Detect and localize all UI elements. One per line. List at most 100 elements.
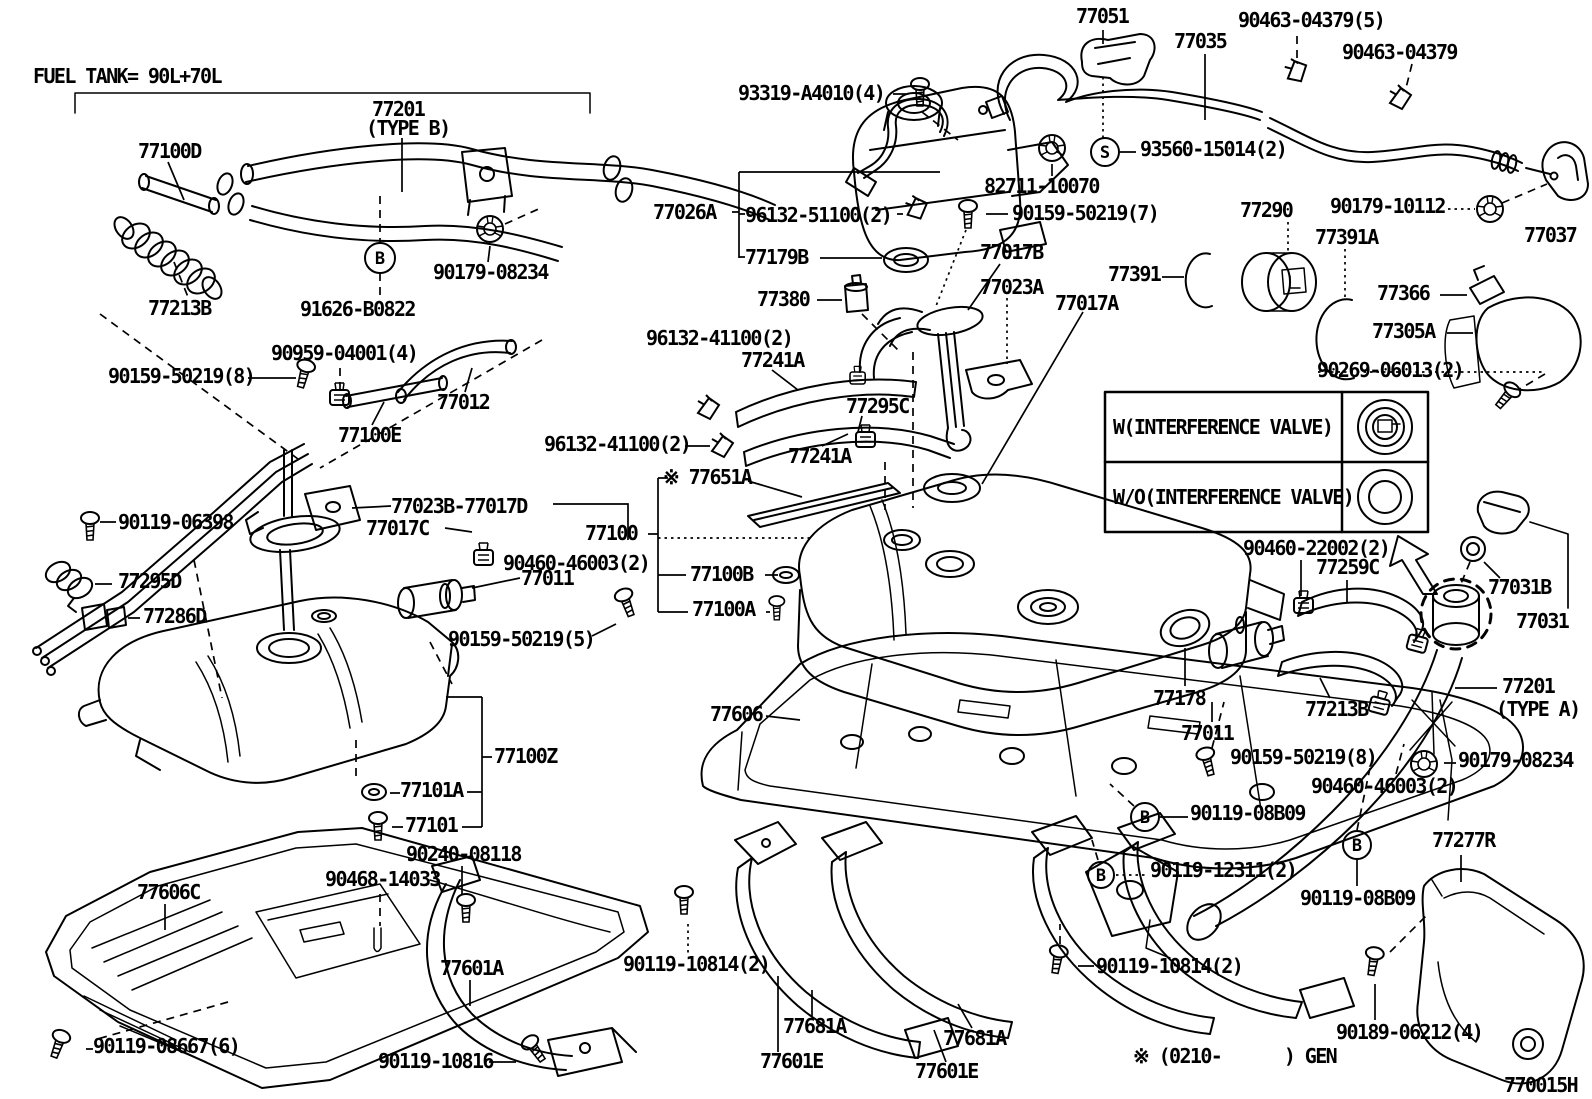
callout-letter: B [1096, 866, 1106, 886]
part-label: 90460-22002(2) [1243, 536, 1389, 560]
part-label: 90119-08667(6) [93, 1034, 239, 1058]
part-label: 77031 [1516, 609, 1570, 633]
part-label: 77241A [741, 348, 805, 372]
part-label: 77606C [137, 880, 200, 904]
part-label: 77100Z [494, 744, 558, 768]
part-label: 90159-50219(7) [1012, 201, 1158, 225]
part-label: 77023A [980, 275, 1044, 299]
part-label: 77601A [440, 956, 504, 980]
part-label: 90189-06212(4) [1336, 1020, 1482, 1044]
part-label: 77201 [1502, 674, 1556, 698]
diagram-art [32, 33, 1589, 1089]
part-label: 77101 [405, 813, 459, 837]
part-label: 77017A [1055, 291, 1119, 315]
callout-circles: B S B B B [364, 137, 1372, 889]
part-label: 77179B [745, 245, 809, 269]
part-label: 77305A [1372, 319, 1436, 343]
part-label: 90119-10814(2) [1096, 954, 1242, 978]
callout-letter: S [1100, 143, 1110, 163]
table-row-label: W(INTERFERENCE VALVE) [1113, 415, 1332, 439]
part-label: 77277R [1432, 828, 1497, 852]
part-label: 77023B-77017D [391, 494, 528, 518]
part-label: 77391A [1315, 225, 1379, 249]
part-label: 77026A [653, 200, 717, 224]
part-label: 77241A [788, 444, 852, 468]
callout-circle [1342, 830, 1372, 860]
part-label: 90460-46003(2) [503, 551, 649, 575]
part-label: 90468-14033 [325, 867, 440, 891]
part-label: 90269-06013(2) [1317, 358, 1463, 382]
callout-circle [364, 242, 396, 274]
pointer-arrow [1389, 535, 1438, 595]
part-label: 90959-04001(4) [271, 341, 417, 365]
part-label: 90460-46003(2) [1311, 774, 1457, 798]
part-label: 77213B [1305, 697, 1369, 721]
part-label: 77017B [980, 240, 1044, 264]
part-label: 82711-10070 [984, 174, 1099, 198]
part-label: 90119-06398 [118, 510, 233, 534]
part-label: 77100E [338, 423, 401, 447]
part-label: 77295D [118, 569, 182, 593]
part-label: 90240-08118 [406, 842, 521, 866]
part-label: (TYPE A) [1496, 697, 1580, 721]
part-label: 77100A [692, 597, 756, 621]
part-label: 77259C [1316, 555, 1379, 579]
part-label: 77290 [1240, 198, 1293, 222]
part-label: 90159-50219(5) [448, 627, 594, 651]
part-label: 90179-08234 [433, 260, 549, 284]
callout-letter: B [1140, 808, 1150, 828]
part-label: 77100 [585, 521, 638, 545]
part-label: 90119-12311(2) [1150, 858, 1296, 882]
diagram-footnote: ※ (0210- ) GEN [1133, 1044, 1338, 1068]
title-bracket [74, 92, 591, 114]
part-label: 77035 [1174, 29, 1227, 53]
callout-letter: B [375, 249, 385, 269]
part-label: 77011 [521, 566, 575, 590]
part-label: 90463-04379(5) [1238, 8, 1384, 32]
part-label: 77213B [148, 296, 212, 320]
part-label: 77601E [760, 1049, 823, 1073]
part-label: 90159-50219(8) [1230, 745, 1376, 769]
interference-valve-table [1103, 390, 1430, 534]
part-label: 77012 [437, 390, 490, 414]
table-row-labels: W(INTERFERENCE VALVE) W/O(INTERFERENCE VA… [1113, 415, 1355, 509]
part-label: 77178 [1153, 686, 1206, 710]
diagram-title: FUEL TANK= 90L+70L [33, 64, 223, 88]
part-label: 77366 [1377, 281, 1430, 305]
part-label: 90463-04379 [1342, 40, 1457, 64]
part-label: 77601E [915, 1059, 978, 1083]
part-label: ※ 77651A [663, 465, 753, 489]
callout-letter: B [1352, 836, 1362, 856]
part-label: 77101A [400, 778, 464, 802]
part-label: 96132-41100(2) [544, 432, 690, 456]
highlight-circle [1419, 577, 1493, 651]
callout-circle [1087, 861, 1115, 889]
part-label: 96132-41100(2) [646, 326, 792, 350]
part-label: 90179-08234 [1458, 748, 1574, 772]
part-label: 77051 [1076, 4, 1130, 28]
part-label: 77681A [943, 1026, 1007, 1050]
part-label: 96132-51100(2) [745, 203, 891, 227]
leader-lines [86, 30, 1548, 1063]
part-label: 90119-10816 [378, 1049, 493, 1073]
part-label: 93319-A4010(4) [738, 81, 884, 105]
part-label: 77380 [757, 287, 810, 311]
table-row-label: W/O(INTERFERENCE VALVE) [1113, 485, 1353, 509]
part-label: 77017C [366, 516, 429, 540]
part-label: 77037 [1524, 223, 1577, 247]
part-label: 77606 [710, 702, 763, 726]
part-label: 77011 [1181, 721, 1235, 745]
part-label: 77295C [846, 394, 909, 418]
part-label: 77031B [1488, 575, 1552, 599]
part-label: 77100B [690, 562, 754, 586]
part-label: 77201 [372, 97, 426, 121]
part-label: 77681A [783, 1014, 847, 1038]
callout-circle [1090, 137, 1120, 167]
part-label: 91626-B0822 [300, 297, 415, 321]
callout-circle [1130, 802, 1160, 832]
part-label: 90119-08B09 [1300, 886, 1415, 910]
corrugated-hose [113, 216, 223, 300]
